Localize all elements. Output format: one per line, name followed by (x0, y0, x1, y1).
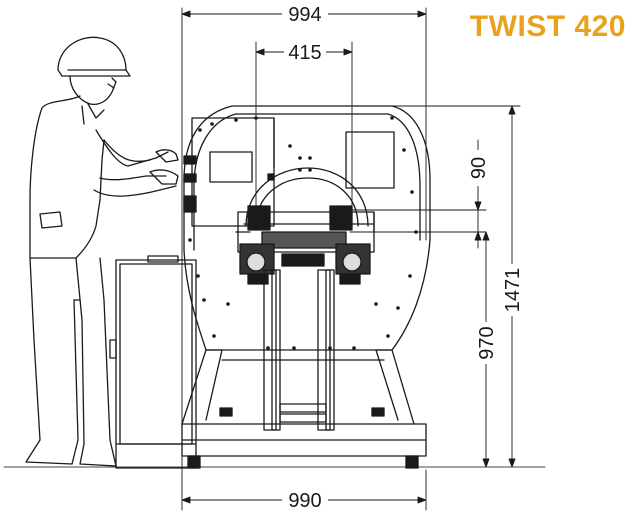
support-columns (263, 269, 335, 431)
operator-hand-upper (155, 149, 179, 163)
feet (187, 407, 419, 469)
control-cabinet (109, 255, 197, 469)
dim-label-990: 990 (288, 490, 321, 512)
dim-label-970: 970 (476, 326, 498, 359)
front-panel (191, 117, 275, 227)
machine-hood (183, 105, 431, 351)
operator-figure (25, 36, 179, 467)
lower-frame (181, 349, 415, 425)
strapping-machine (181, 105, 431, 469)
dim-label-415: 415 (288, 42, 321, 64)
shirt-pocket (39, 211, 63, 229)
rivets (188, 116, 418, 350)
strap-arch (245, 167, 369, 227)
dim-label-90: 90 (468, 157, 490, 179)
operator-arm-upper (95, 129, 169, 181)
side-handles (183, 155, 197, 213)
access-panel (345, 131, 395, 189)
model-title: TWIST 420 (469, 10, 626, 43)
operator-hand-lower (149, 169, 179, 185)
operator-arm-lower (93, 185, 177, 197)
sealing-head (235, 205, 375, 285)
dim-label-1471: 1471 (502, 268, 524, 313)
operator-head (69, 75, 117, 106)
operator-legs (25, 257, 117, 467)
operator-torso (29, 95, 105, 259)
dim-label-994: 994 (288, 4, 321, 26)
